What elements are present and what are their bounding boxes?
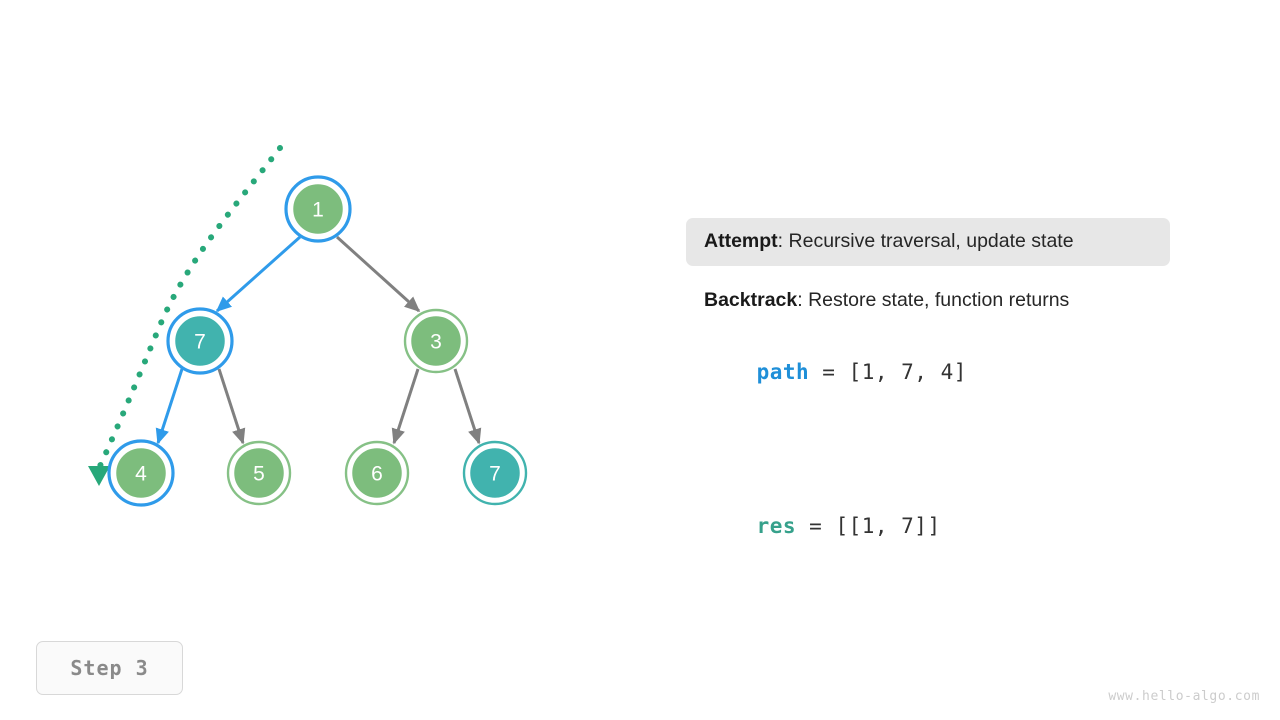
tree-node-4[interactable]: 4 bbox=[107, 439, 175, 507]
attempt-line: Attempt: Recursive traversal, update sta… bbox=[686, 218, 1170, 266]
tree-node-1[interactable]: 1 bbox=[284, 175, 352, 243]
path-variable-value: [1, 7, 4] bbox=[848, 360, 967, 384]
backtrack-line: Backtrack: Restore state, function retur… bbox=[686, 288, 1206, 311]
node-circle bbox=[231, 445, 287, 501]
path-assign-operator: = bbox=[809, 360, 849, 384]
attempt-text: Recursive traversal, update state bbox=[788, 230, 1074, 252]
node-circle bbox=[408, 313, 464, 369]
tree-edges bbox=[155, 235, 482, 445]
tree-node-7-right[interactable]: 7 bbox=[462, 440, 528, 506]
edge-7-to-5 bbox=[217, 368, 246, 445]
tree-node-3[interactable]: 3 bbox=[403, 308, 469, 374]
node-ring-outer bbox=[284, 175, 352, 243]
attempt-keyword: Attempt bbox=[704, 230, 778, 252]
watermark: www.hello-algo.com bbox=[1108, 689, 1260, 704]
step-badge: Step 3 bbox=[36, 641, 183, 695]
node-circle bbox=[290, 181, 346, 237]
path-variable-name: path bbox=[756, 360, 810, 384]
binary-tree-diagram: 1 7 3 4 5 6 7 bbox=[88, 145, 528, 507]
res-variable-name: res bbox=[756, 514, 797, 538]
traversal-path bbox=[88, 145, 283, 486]
node-circle bbox=[349, 445, 405, 501]
tree-nodes: 1 7 3 4 5 6 7 bbox=[107, 175, 528, 507]
edge-1-to-7 bbox=[215, 235, 301, 313]
res-variable-value: [[1, 7]] bbox=[835, 514, 941, 538]
info-panel: Attempt: Recursive traversal, update sta… bbox=[686, 218, 1206, 562]
traversal-arrowhead-icon bbox=[88, 466, 110, 486]
node-ring-outer bbox=[462, 440, 528, 506]
node-ring-outer bbox=[226, 440, 292, 506]
backtrack-separator: : bbox=[797, 288, 809, 311]
edge-1-to-3 bbox=[335, 235, 421, 313]
edge-3-to-6 bbox=[391, 368, 420, 445]
step-badge-label: Step 3 bbox=[70, 656, 149, 680]
edge-3-to-7 bbox=[453, 368, 482, 445]
res-variable-line: res = [[1, 7]] bbox=[686, 490, 1206, 562]
node-ring-outer bbox=[166, 307, 234, 375]
node-ring-outer bbox=[344, 440, 410, 506]
backtrack-keyword: Backtrack bbox=[704, 288, 798, 311]
path-variable-line: path = [1, 7, 4] bbox=[686, 336, 1206, 408]
edge-7-to-4 bbox=[155, 368, 184, 445]
attempt-separator: : bbox=[777, 230, 789, 252]
node-circle bbox=[467, 445, 523, 501]
tree-node-7-left[interactable]: 7 bbox=[166, 307, 234, 375]
node-ring-outer bbox=[107, 439, 175, 507]
tree-node-5[interactable]: 5 bbox=[226, 440, 292, 506]
node-circle bbox=[172, 313, 228, 369]
backtrack-text: Restore state, function returns bbox=[808, 288, 1070, 311]
traversal-dotted-curve bbox=[97, 145, 283, 469]
node-circle bbox=[113, 445, 169, 501]
node-ring-outer bbox=[403, 308, 469, 374]
res-assign-operator: = bbox=[796, 514, 836, 538]
tree-node-6[interactable]: 6 bbox=[344, 440, 410, 506]
